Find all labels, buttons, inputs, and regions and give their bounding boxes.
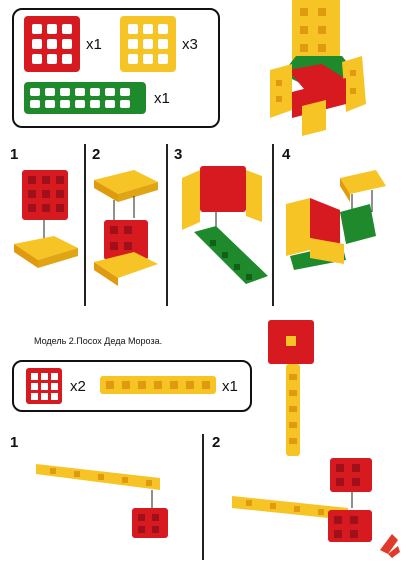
model2-step-2-illustration — [228, 454, 378, 546]
step-2-number: 2 — [92, 146, 100, 163]
green-piece-qty: x1 — [154, 90, 170, 107]
step-4-number: 4 — [282, 146, 290, 163]
step-divider — [202, 434, 204, 560]
brand-logo-icon — [376, 530, 402, 558]
step-divider — [84, 144, 86, 306]
finished-chair-illustration — [262, 0, 372, 136]
step-4-illustration — [280, 164, 394, 276]
red-piece-qty: x1 — [86, 36, 102, 53]
step-1-illustration — [10, 168, 82, 288]
model2-step-1-illustration — [32, 460, 182, 542]
step-2-illustration — [90, 166, 164, 290]
model2-step-1-number: 1 — [10, 434, 18, 451]
finished-staff-illustration — [264, 318, 320, 458]
red-grid-piece-icon — [26, 368, 62, 404]
yellow-rod-piece-icon — [100, 376, 216, 394]
model2-step-2-number: 2 — [212, 434, 220, 451]
green-long-piece-icon — [24, 82, 146, 114]
model2-yellow-qty: x1 — [222, 378, 238, 395]
step-1-number: 1 — [10, 146, 18, 163]
red-grid-piece-icon — [24, 16, 80, 72]
model2-red-qty: x2 — [70, 378, 86, 395]
yellow-grid-piece-icon — [120, 16, 176, 72]
yellow-piece-qty: x3 — [182, 36, 198, 53]
model2-caption: Модель 2.Посох Деда Мороза. — [34, 336, 162, 346]
step-divider — [166, 144, 168, 306]
step-3-illustration — [176, 160, 270, 290]
step-divider — [272, 144, 274, 306]
